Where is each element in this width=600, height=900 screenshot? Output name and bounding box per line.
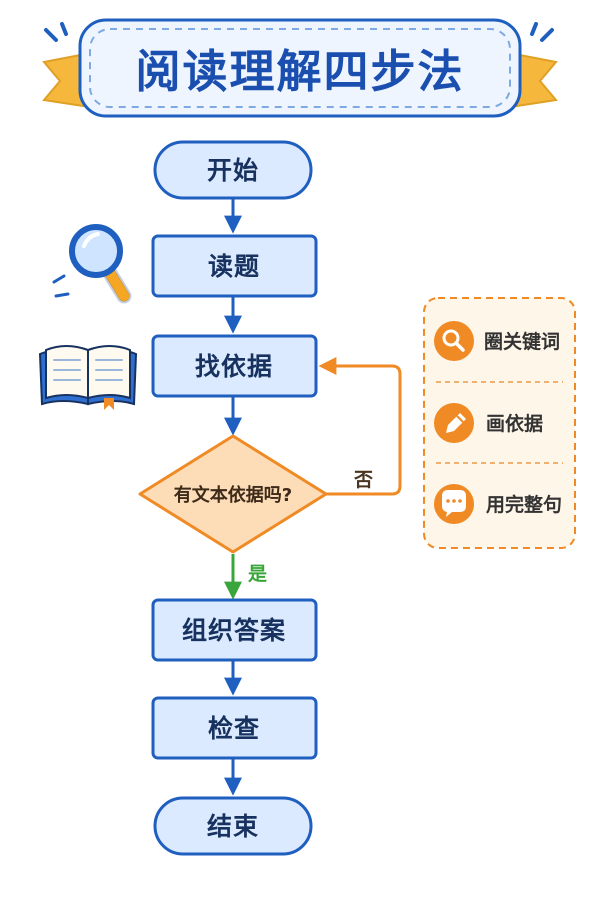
- tips-panel: 圈关键词 画依据 用完整句: [423, 297, 576, 549]
- node-find-evidence: 找依据: [151, 334, 318, 398]
- node-end: 结束: [153, 796, 313, 856]
- pencil-icon: [434, 403, 474, 443]
- tip-label-evidence: 画依据: [486, 412, 543, 435]
- node-start: 开始: [153, 140, 313, 200]
- node-find-evidence-label: 找依据: [195, 352, 273, 381]
- tip-item-full-sentence: 用完整句: [434, 484, 562, 524]
- node-start-label: 开始: [207, 156, 259, 185]
- node-read-question-label: 读题: [208, 252, 260, 281]
- title-banner: 阅读理解四步法: [42, 18, 558, 118]
- node-check: 检查: [151, 696, 318, 760]
- branch-yes-label: 是: [248, 563, 267, 585]
- tip-item-keywords: 圈关键词: [434, 321, 560, 361]
- sparkle-left-icon: [44, 22, 68, 42]
- sparkle-right-icon: [530, 22, 554, 42]
- search-icon: [434, 321, 474, 361]
- node-organize-answer: 组织答案: [151, 598, 318, 662]
- node-organize-answer-label: 组织答案: [182, 616, 286, 645]
- tip-label-full-sentence: 用完整句: [486, 493, 562, 516]
- magnifier-icon: [52, 224, 132, 304]
- node-decision: 有文本依据吗?: [138, 434, 328, 554]
- node-end-label: 结束: [207, 812, 259, 841]
- branch-no-label: 否: [353, 469, 373, 491]
- tip-label-keywords: 圈关键词: [484, 330, 560, 353]
- node-read-question: 读题: [151, 234, 318, 298]
- connector-decision-no-loop: [318, 357, 402, 496]
- page-title: 阅读理解四步法: [135, 45, 464, 98]
- node-check-label: 检查: [208, 714, 260, 743]
- open-book-icon: [38, 345, 138, 410]
- tip-item-evidence: 画依据: [434, 403, 543, 443]
- speech-bubble-icon: [434, 484, 474, 524]
- node-decision-label: 有文本依据吗?: [174, 484, 292, 506]
